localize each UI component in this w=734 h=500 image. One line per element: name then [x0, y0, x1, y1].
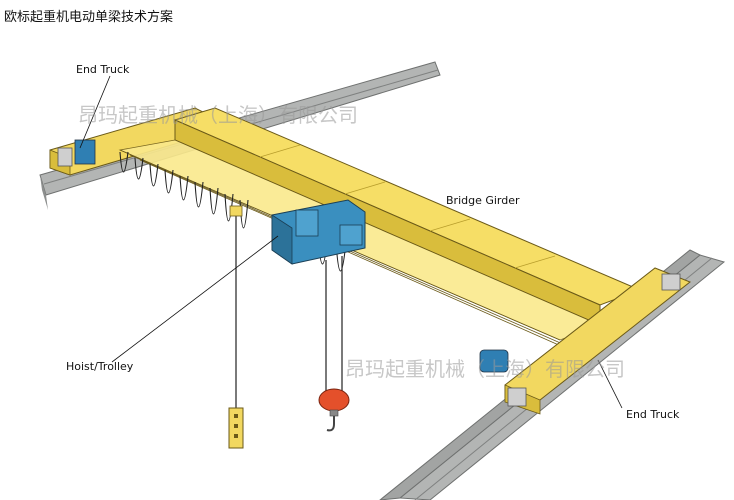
festoon-cables: [119, 151, 347, 272]
hook-block: [318, 388, 350, 432]
hoist-trolley: [271, 199, 366, 265]
watermark-top: 昂玛起重机械（上海）有限公司: [78, 103, 358, 127]
hoist-ropes: [235, 212, 343, 408]
watermark-bottom: 昂玛起重机械（上海）有限公司: [345, 357, 625, 381]
label-end-truck-bottom: End Truck: [626, 408, 680, 421]
hoist-drum: [339, 224, 363, 246]
pendant-control: [228, 205, 244, 449]
end-truck-motor-top: [74, 139, 96, 165]
label-bridge-girder: Bridge Girder: [446, 194, 520, 207]
end-truck-bottom: [479, 267, 691, 415]
label-end-truck-top: End Truck: [76, 63, 130, 76]
end-truck-top: [49, 107, 216, 176]
label-hoist-trolley: Hoist/Trolley: [66, 360, 134, 373]
hoist-motor: [295, 209, 319, 237]
bridge-girder: [118, 107, 642, 351]
end-truck-motor-bottom: [479, 349, 509, 373]
callout-leaders: [79, 75, 623, 409]
page-title: 欧标起重机电动单梁技术方案: [4, 10, 174, 25]
